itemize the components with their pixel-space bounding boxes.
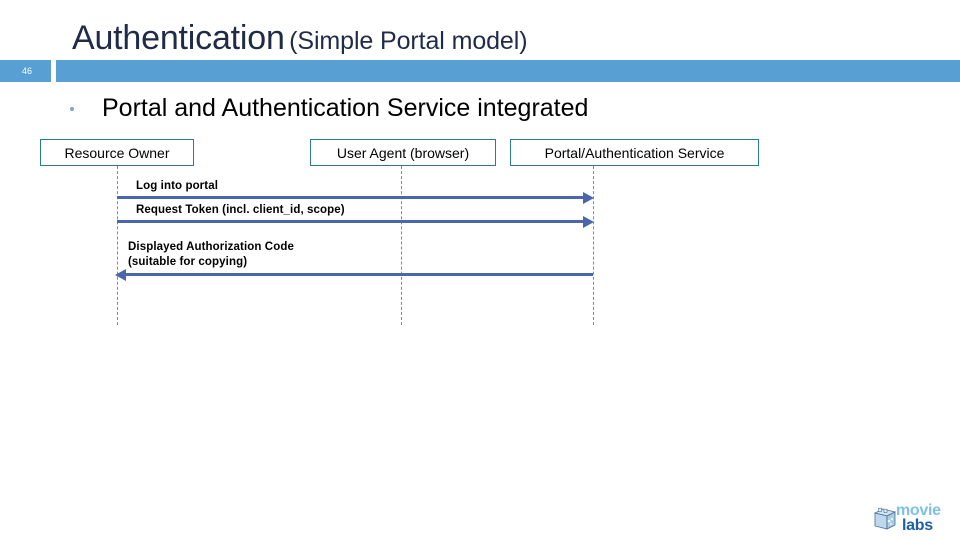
message-label-displayed-auth-code-line2: (suitable for copying): [128, 256, 248, 268]
header-bar-fill: [56, 60, 960, 82]
bullet-row: Portal and Authentication Service integr…: [70, 92, 830, 126]
slide-number-text: 46: [22, 66, 33, 76]
slide-number-badge: 46: [0, 60, 51, 82]
header-bar: 46: [0, 60, 960, 82]
actor-box-portal-auth-service: Portal/Authentication Service: [510, 139, 759, 166]
actor-label: User Agent (browser): [336, 144, 470, 161]
page-title: Authentication (Simple Portal model): [72, 18, 528, 61]
arrow-head-right-1: [583, 191, 594, 204]
message-line-1: [117, 196, 584, 199]
actor-box-resource-owner: Resource Owner: [40, 139, 194, 166]
lifeline-resource-owner: [117, 166, 118, 325]
actor-label: Resource Owner: [64, 144, 170, 161]
actor-box-user-agent: User Agent (browser): [310, 139, 496, 166]
message-label-displayed-auth-code-line1: Displayed Authorization Code: [128, 241, 294, 253]
message-line-2: [117, 220, 584, 223]
arrow-head-left-3: [115, 268, 126, 281]
lifeline-user-agent: [401, 166, 402, 325]
movielabs-logo: movie labs: [872, 502, 952, 536]
logo-wordmark: movie labs: [896, 502, 954, 536]
message-label-log-into-portal: Log into portal: [136, 180, 218, 192]
message-label-request-token: Request Token (incl. client_id, scope): [136, 204, 345, 216]
title-main-text: Authentication: [72, 19, 285, 57]
bullet-dot-icon: [70, 107, 74, 111]
message-line-3: [126, 273, 593, 276]
cube-icon: [873, 507, 897, 530]
arrow-head-right-2: [583, 215, 594, 228]
logo-word-movie: movie: [896, 502, 941, 519]
title-subtitle-text: (Simple Portal model): [289, 27, 528, 55]
logo-word-labs: labs: [902, 517, 933, 534]
actor-label: Portal/Authentication Service: [544, 144, 725, 161]
bullet-text: Portal and Authentication Service integr…: [102, 94, 589, 122]
lifeline-portal-auth-service: [593, 166, 594, 325]
